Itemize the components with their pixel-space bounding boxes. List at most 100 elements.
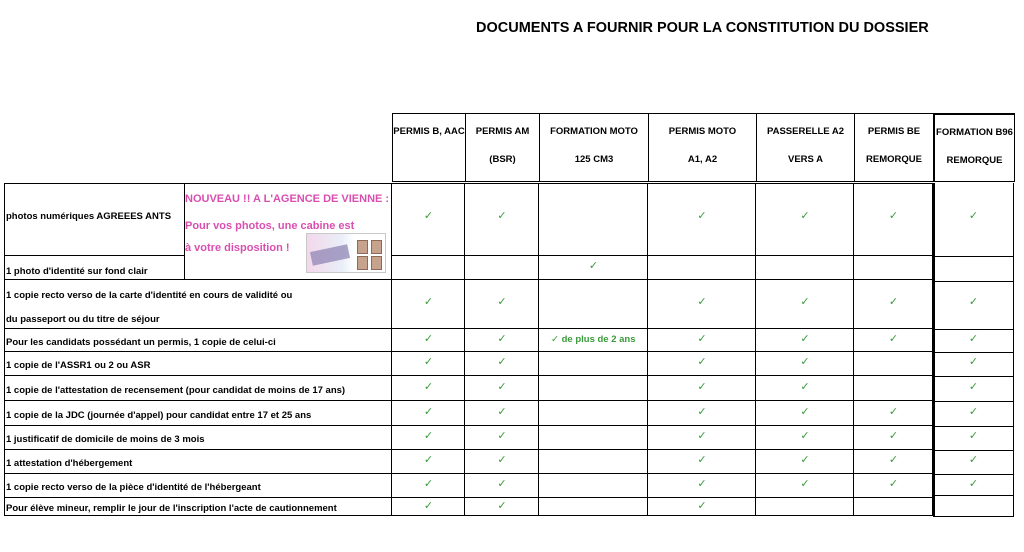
table-row: Pour élève mineur, remplir le jour de l'…	[4, 498, 933, 516]
row-label: 1 copie de la JDC (journée d'appel) pour…	[6, 409, 312, 421]
check-mark-icon: ✓	[423, 454, 434, 466]
check-mark-icon: ✓	[697, 430, 707, 442]
check-mark-icon: ✓	[497, 454, 507, 466]
b96-cell	[933, 474, 1014, 496]
b96-cell	[933, 352, 1014, 377]
column-header-line2: A1, A2	[687, 154, 718, 165]
column-header-line2: 125 CM3	[574, 154, 614, 165]
check-mark-icon: ✓	[888, 332, 899, 345]
check-mark-icon: ✓	[423, 296, 434, 308]
check-mark-icon: ✓	[888, 210, 899, 222]
check-mark-icon: ✓	[968, 430, 979, 442]
b96-cell	[933, 329, 1014, 353]
table-row: 1 justificatif de domicile de moins de 3…	[4, 426, 978, 450]
b96-cell	[933, 450, 1014, 475]
column-header-2: PERMIS AM (BSR)	[465, 113, 540, 182]
check-mark-icon: ✓	[888, 296, 899, 308]
check-mark-icon: ✓	[968, 296, 979, 308]
check-mark-icon: ✓	[697, 296, 707, 308]
check-mark-icon: ✓	[497, 380, 507, 393]
check-mark-icon: ✓	[497, 405, 507, 418]
check-mark-icon: ✓	[697, 210, 707, 222]
table-row: photos numériques AGREEES ANTS ✓ ✓ ✓ ✓ ✓ ✓	[4, 183, 978, 256]
table-row: 1 attestation d'hébergement ✓ ✓ ✓ ✓ ✓ ✓	[4, 450, 978, 474]
table-row: 1 copie recto verso de la pièce d'identi…	[4, 474, 978, 498]
row-label: photos numériques AGREEES ANTS	[6, 211, 172, 222]
check-mark-icon: ✓	[888, 454, 899, 466]
check-mark-icon: ✓	[697, 478, 707, 490]
column-header-line2: VERS A	[787, 154, 824, 165]
check-mark-icon: ✓	[800, 210, 810, 222]
column-header-line1: FORMATION MOTO	[550, 126, 638, 137]
check-mark-icon: ✓	[423, 430, 434, 442]
check-mark-icon: ✓	[800, 430, 810, 442]
row-label: 1 photo d'identité sur fond clair	[6, 266, 148, 277]
check-mark-icon: ✓	[497, 500, 507, 512]
column-header-line2: (BSR)	[489, 154, 516, 165]
b96-cell	[933, 183, 1014, 257]
photo-booth-image	[306, 233, 386, 273]
check-mark-icon: ✓	[423, 210, 434, 222]
column-header-line1: PERMIS AM	[475, 126, 530, 137]
check-mark-icon: ✓	[697, 454, 707, 466]
check-mark-icon: ✓	[697, 380, 707, 393]
check-note: ✓ de plus de 2 ans	[551, 334, 636, 345]
row-label: du passeport ou du titre de séjour	[6, 314, 160, 325]
check-mark-icon: ✓	[588, 260, 599, 272]
check-mark-icon: ✓	[968, 405, 979, 418]
row-label: Pour les candidats possédant un permis, …	[6, 336, 276, 348]
b96-cell	[933, 281, 1014, 330]
check-mark-icon: ✓	[800, 380, 810, 393]
row-label: 1 attestation d'hébergement	[6, 458, 133, 469]
row-label: Pour élève mineur, remplir le jour de l'…	[6, 503, 337, 514]
check-mark-icon: ✓	[497, 210, 507, 222]
row-label: 1 copie de l'attestation de recensement …	[6, 384, 346, 396]
check-mark-icon: ✓	[423, 332, 434, 345]
check-mark-icon: ✓	[423, 478, 434, 490]
check-mark-icon: ✓	[800, 296, 810, 308]
check-mark-icon: ✓	[888, 430, 899, 442]
promo-line-2: Pour vos photos, une cabine est	[185, 220, 355, 232]
column-header-line1: PERMIS BE	[867, 126, 921, 137]
table-row: 1 photo d'identité sur fond clair ✓	[4, 256, 933, 280]
check-mark-icon: ✓	[423, 500, 434, 512]
table-row: 1 copie de l'attestation de recensement …	[4, 376, 978, 401]
column-header-line1: PERMIS MOTO	[668, 126, 737, 137]
row-label: 1 copie recto verso de la pièce d'identi…	[6, 482, 261, 493]
check-mark-icon: ✓	[497, 296, 507, 308]
column-header-line1: PASSERELLE A2	[766, 126, 845, 137]
check-mark-icon: ✓	[800, 356, 810, 368]
check-mark-icon: ✓	[800, 405, 810, 418]
table-row: 1 copie de la JDC (journée d'appel) pour…	[4, 401, 978, 426]
b96-cell	[933, 376, 1014, 402]
row-label: 1 copie recto verso de la carte d'identi…	[6, 290, 293, 301]
column-header-5: PASSERELLE A2 VERS A	[756, 113, 855, 182]
column-header-1: PERMIS B, AAC	[392, 113, 466, 182]
check-mark-icon: ✓	[497, 478, 507, 490]
check-mark-icon: ✓	[968, 210, 979, 222]
check-mark-icon: ✓	[968, 478, 979, 490]
column-header-line2: REMORQUE	[946, 155, 1003, 166]
check-mark-icon: ✓	[697, 405, 707, 418]
column-header-4: PERMIS MOTO A1, A2	[648, 113, 757, 182]
check-mark-icon: ✓	[423, 380, 434, 393]
table-row: Pour les candidats possédant un permis, …	[4, 329, 978, 352]
check-mark-icon: ✓	[800, 478, 810, 490]
check-mark-icon: ✓	[697, 332, 707, 345]
table-row: 1 copie recto verso de la carte d'identi…	[4, 280, 978, 329]
check-mark-icon: ✓	[968, 454, 979, 466]
row-label: 1 justificatif de domicile de moins de 3…	[6, 434, 205, 445]
check-mark-icon: ✓	[423, 356, 434, 368]
b96-cell	[933, 401, 1014, 427]
check-mark-icon: ✓	[697, 500, 707, 512]
row-label: 1 copie de l'ASSR1 ou 2 ou ASR	[6, 360, 151, 371]
b96-cell	[933, 495, 1014, 517]
check-mark-icon: ✓	[888, 405, 899, 418]
b96-cell	[933, 426, 1014, 451]
check-mark-icon: ✓	[423, 405, 434, 418]
table-row: 1 copie de l'ASSR1 ou 2 ou ASR✓✓✓✓✓	[4, 352, 978, 376]
check-mark-icon: ✓	[800, 454, 810, 466]
check-mark-icon: ✓	[497, 332, 507, 345]
